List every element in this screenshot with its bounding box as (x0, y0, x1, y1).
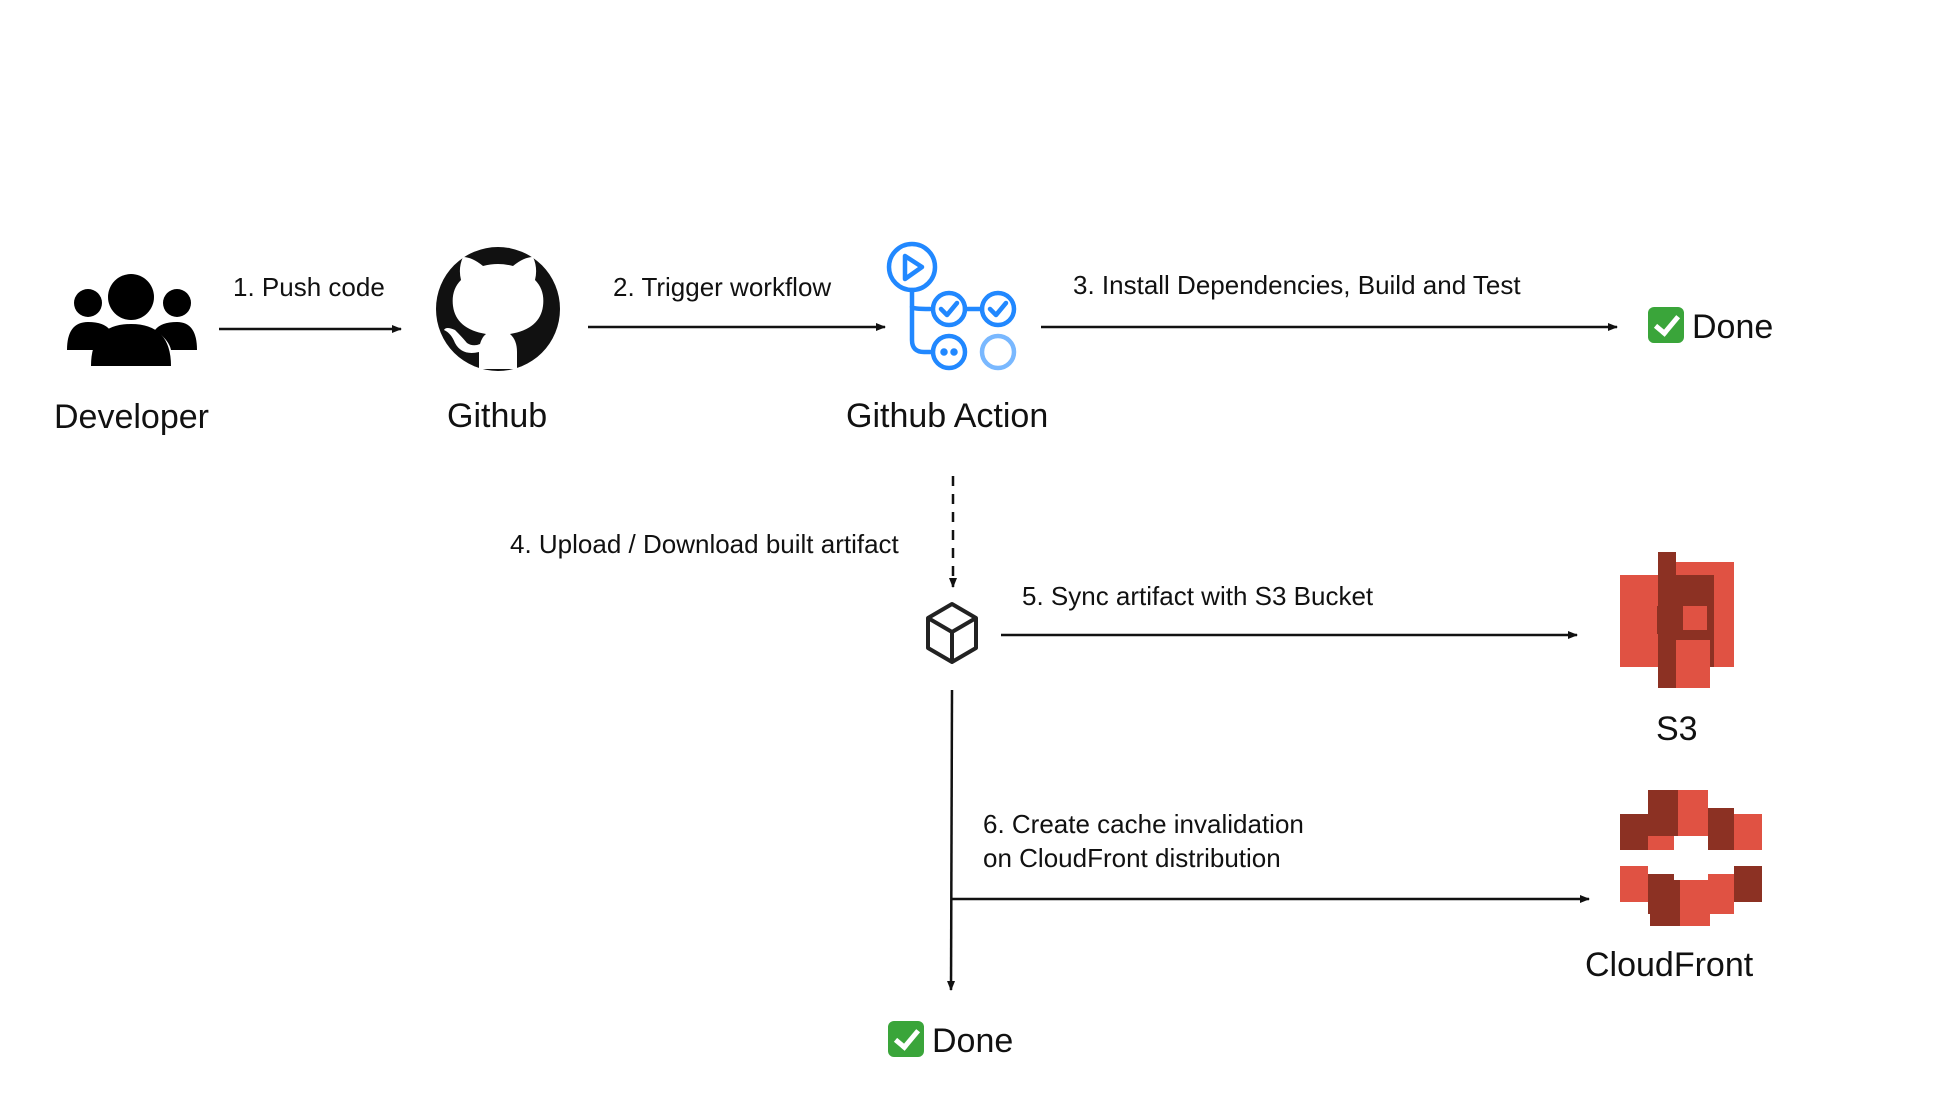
edge-label-sync-s3: 5. Sync artifact with S3 Bucket (1022, 581, 1374, 611)
done-top: Done (1648, 307, 1773, 347)
done-bottom: Done (888, 1021, 1013, 1061)
edge-label-invalidate-line1: 6. Create cache invalidation (983, 809, 1304, 839)
github-icon (436, 247, 560, 371)
s3-label: S3 (1656, 710, 1698, 748)
check-icon (888, 1021, 924, 1057)
edge-label-invalidate-line2: on CloudFront distribution (983, 843, 1281, 873)
check-icon (1648, 307, 1684, 343)
edge-label-push-code: 1. Push code (233, 272, 385, 302)
github-action-label: Github Action (846, 397, 1049, 435)
edge-label-invalidate-cloudfront: 6. Create cache invalidation on CloudFro… (983, 807, 1304, 875)
developer-label: Developer (54, 398, 209, 436)
done-bottom-label: Done (932, 1022, 1014, 1060)
s3-icon (1620, 552, 1734, 688)
edge-label-upload-download: 4. Upload / Download built artifact (510, 529, 899, 559)
edge-to-done (947, 689, 956, 991)
developer-icon (67, 274, 197, 366)
done-top-label: Done (1692, 308, 1774, 346)
cloudfront-icon (1620, 790, 1762, 926)
github-label: Github (447, 397, 548, 435)
cloudfront-label: CloudFront (1585, 946, 1754, 984)
edge-label-trigger-workflow: 2. Trigger workflow (613, 272, 832, 302)
github-action-icon (886, 241, 1017, 371)
edge-label-install-build-test: 3. Install Dependencies, Build and Test (1073, 270, 1521, 300)
artifact-cube-icon (926, 602, 978, 664)
